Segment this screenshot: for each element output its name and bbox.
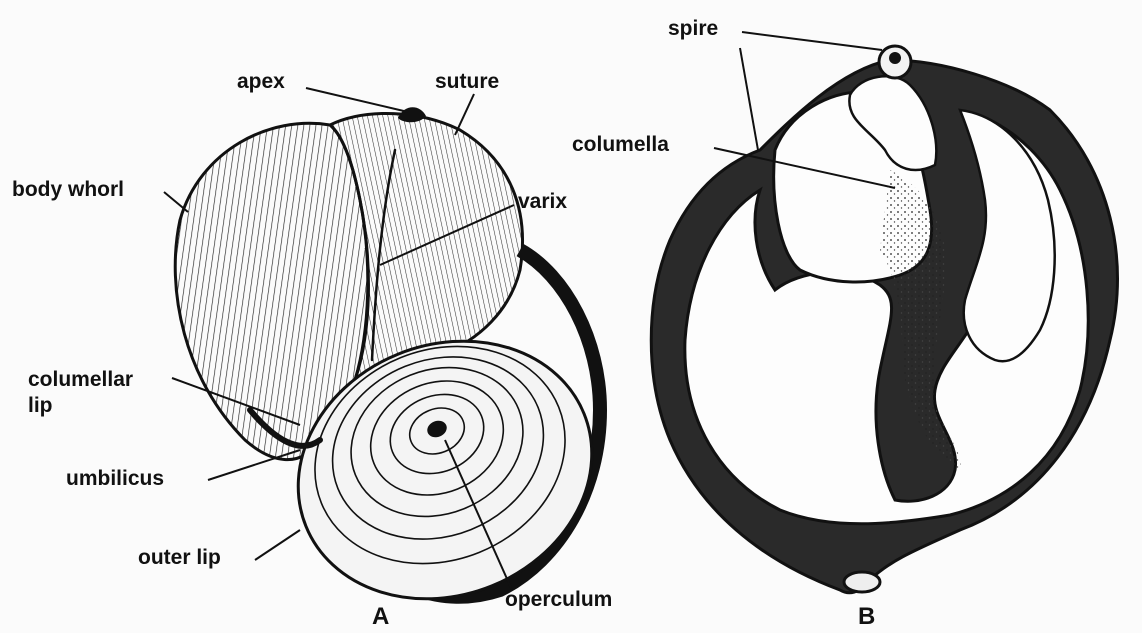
label-outer-lip: outer lip <box>138 546 221 570</box>
label-spire: spire <box>668 17 718 41</box>
figure-letter-b: B <box>858 605 875 629</box>
shell-a <box>175 107 631 633</box>
label-umbilicus: umbilicus <box>66 467 164 491</box>
label-columella: columella <box>572 133 669 157</box>
label-columellar-lip-line1: columellar <box>28 368 133 392</box>
shell-b <box>651 46 1117 593</box>
figure-letter-a: A <box>372 605 389 629</box>
label-varix: varix <box>518 190 567 214</box>
label-body-whorl: body whorl <box>12 178 124 202</box>
label-suture: suture <box>435 70 499 94</box>
label-apex: apex <box>237 70 285 94</box>
label-operculum: operculum <box>505 588 612 612</box>
label-columellar-lip-line2: lip <box>28 394 53 418</box>
